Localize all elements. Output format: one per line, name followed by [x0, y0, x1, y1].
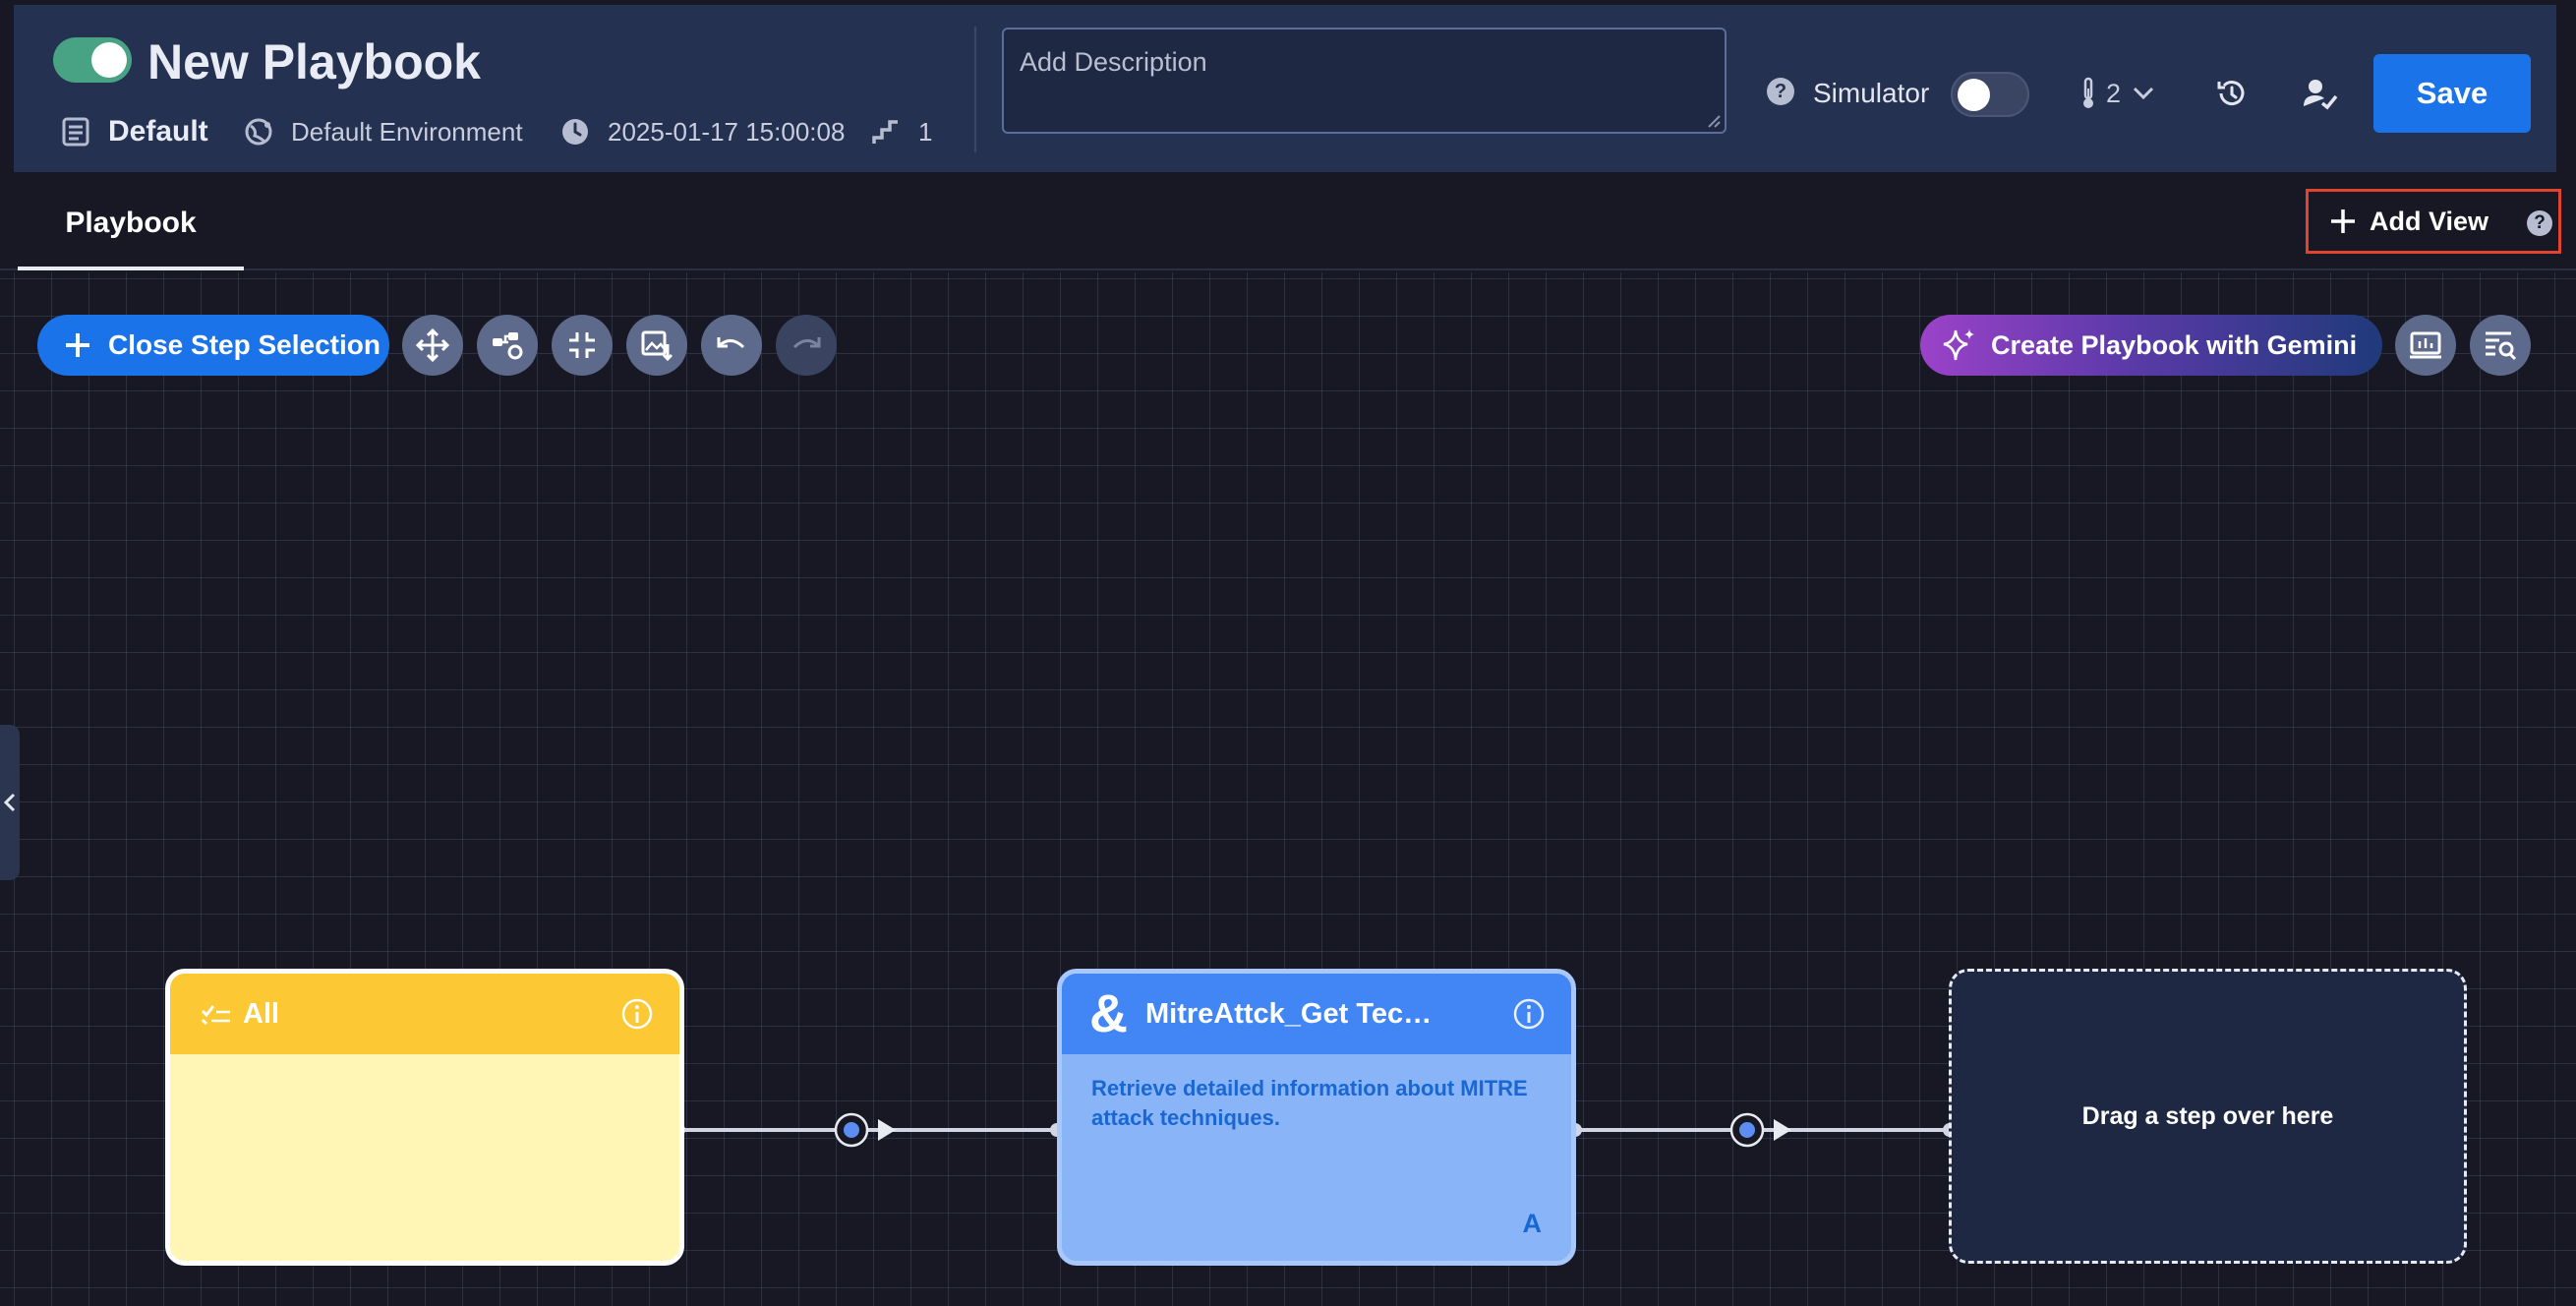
checklist-icon	[202, 1005, 230, 1025]
description-input[interactable]: Add Description	[1002, 28, 1727, 134]
priority-count: 1	[918, 116, 933, 147]
folder-meta[interactable]: Default	[59, 111, 208, 152]
trigger-step-title: All	[243, 997, 280, 1030]
export-image-icon	[641, 330, 673, 362]
fit-to-screen-button[interactable]	[552, 315, 613, 376]
add-view-label: Add View	[2370, 206, 2489, 236]
move-tool-button[interactable]	[402, 315, 463, 376]
chevron-left-icon	[4, 793, 16, 812]
and-icon: &	[1089, 984, 1128, 1043]
undo-icon	[717, 337, 745, 349]
plus-icon	[66, 333, 89, 357]
info-icon[interactable]	[620, 997, 654, 1031]
view-tabs: Playbook Add View ?	[0, 172, 2576, 270]
trigger-step-all[interactable]: All	[165, 969, 684, 1266]
drop-zone-label: Drag a step over here	[2081, 1101, 2334, 1130]
action-step-description: Retrieve detailed information about MITR…	[1091, 1076, 1528, 1130]
close-step-selection-button[interactable]: Close Step Selection	[37, 315, 389, 376]
header-divider	[974, 27, 976, 152]
folder-icon	[59, 115, 92, 148]
create-with-gemini-button[interactable]: Create Playbook with Gemini	[1920, 315, 2382, 376]
playbook-header: New Playbook Default Default Environment…	[14, 5, 2556, 172]
permissions-icon[interactable]	[2301, 74, 2340, 113]
monitor-chart-icon	[2410, 331, 2441, 359]
undo-button[interactable]	[701, 315, 762, 376]
collapse-panel-handle[interactable]	[0, 725, 20, 880]
plus-icon	[2331, 209, 2355, 233]
add-view-help-icon[interactable]: ?	[2527, 210, 2552, 236]
description-placeholder: Add Description	[1020, 47, 1207, 77]
playbook-title[interactable]: New Playbook	[147, 34, 481, 89]
modified-meta: 2025-01-17 15:00:08	[558, 111, 845, 152]
resize-grip-icon[interactable]	[1705, 112, 1721, 128]
chevron-down-icon	[2133, 87, 2154, 100]
list-search-icon	[2486, 331, 2517, 361]
auto-arrange-button[interactable]	[477, 315, 538, 376]
version-selector[interactable]: 2	[2078, 74, 2154, 113]
redo-icon	[792, 337, 821, 349]
action-step-title: MitreAttck_Get Tec…	[1145, 997, 1433, 1030]
environment-icon	[242, 115, 275, 148]
redo-button[interactable]	[776, 315, 837, 376]
fit-to-screen-icon	[569, 332, 595, 358]
environment-name: Default Environment	[291, 116, 523, 147]
sparkle-icon	[1943, 328, 1974, 361]
move-icon	[416, 328, 449, 362]
steps-icon	[869, 115, 903, 148]
export-image-button[interactable]	[626, 315, 687, 376]
tab-playbook-label: Playbook	[65, 207, 197, 239]
step-drop-zone[interactable]: Drag a step over here	[1949, 969, 2467, 1264]
simulator-help-icon[interactable]: ?	[1767, 78, 1794, 105]
history-icon[interactable]	[2212, 74, 2252, 113]
info-icon[interactable]	[1512, 997, 1546, 1031]
auto-arrange-icon	[493, 332, 523, 360]
modified-timestamp: 2025-01-17 15:00:08	[608, 116, 846, 147]
version-number: 2	[2106, 78, 2122, 108]
thermometer-icon	[2078, 77, 2098, 110]
folder-name: Default	[108, 115, 208, 148]
clock-icon	[558, 115, 592, 148]
simulator-toggle[interactable]	[1951, 72, 2029, 117]
search-steps-button[interactable]	[2470, 315, 2531, 376]
action-step-mitre[interactable]: & MitreAttck_Get Tec… Retrieve detailed …	[1057, 969, 1576, 1266]
playbook-enabled-toggle[interactable]	[53, 37, 132, 83]
active-tab-indicator	[18, 267, 244, 270]
simulation-panel-button[interactable]	[2395, 315, 2456, 376]
action-step-badge: A	[1522, 1209, 1543, 1238]
trigger-step-header: All	[170, 974, 679, 1054]
priority-meta: 1	[869, 111, 932, 152]
environment-meta[interactable]: Default Environment	[242, 111, 523, 152]
close-step-selection-label: Close Step Selection	[108, 329, 381, 360]
save-button[interactable]: Save	[2373, 54, 2531, 133]
tab-playbook[interactable]: Playbook	[18, 202, 244, 270]
add-view-button[interactable]: Add View ?	[2306, 189, 2561, 254]
action-step-header: & MitreAttck_Get Tec…	[1062, 974, 1571, 1054]
create-with-gemini-label: Create Playbook with Gemini	[1991, 329, 2358, 360]
simulator-label: Simulator	[1813, 78, 1930, 108]
